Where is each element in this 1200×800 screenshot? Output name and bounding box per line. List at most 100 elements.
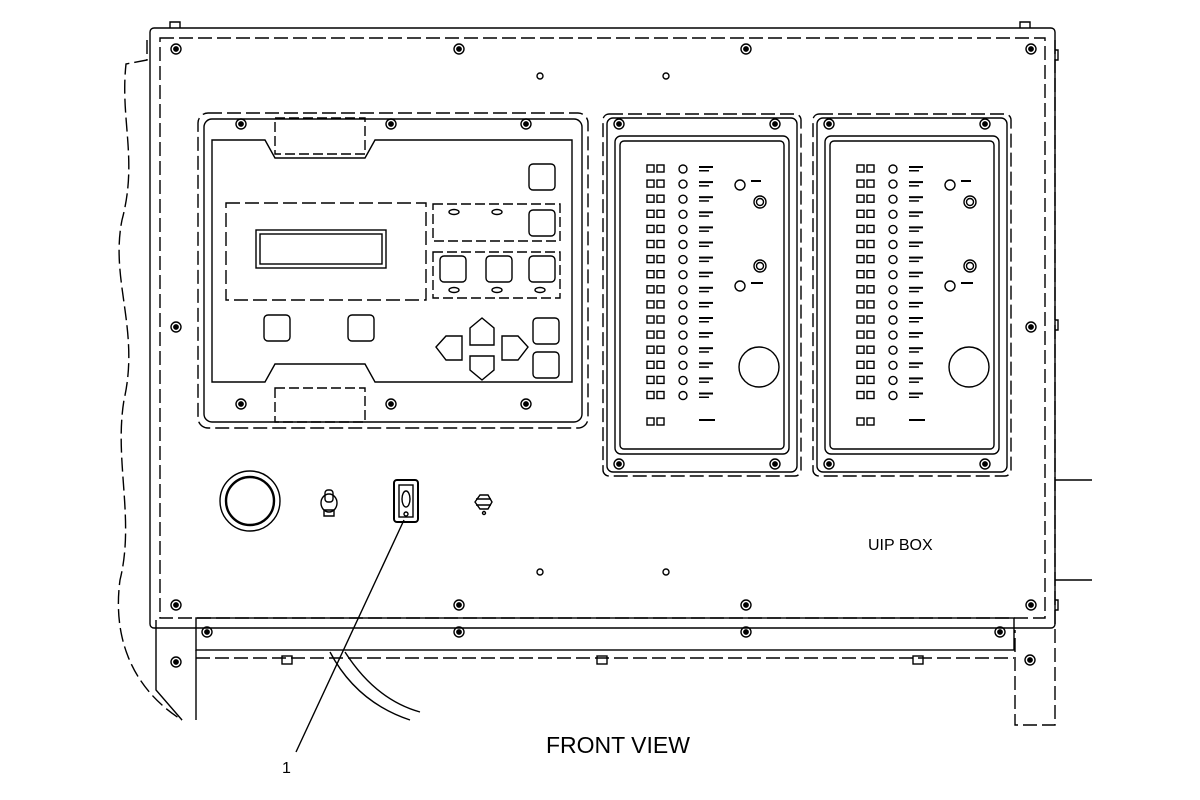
panel-button: [485, 255, 513, 283]
indicator-row: [646, 390, 713, 401]
screw: [235, 398, 247, 410]
panel-button: [528, 255, 556, 283]
display-window: [225, 202, 427, 301]
panel-button: [439, 255, 467, 283]
panel-button: [528, 163, 556, 191]
indicator-row: [646, 330, 713, 340]
indicator-row: [646, 345, 713, 355]
screw: [823, 458, 835, 470]
screw: [1025, 599, 1037, 611]
screw: [453, 599, 465, 611]
screw: [1025, 43, 1037, 55]
screw: [979, 458, 991, 470]
screw: [170, 321, 182, 333]
panel-button: [347, 314, 375, 342]
screw: [769, 118, 781, 130]
lamp: [963, 259, 977, 273]
view-title: FRONT VIEW: [546, 732, 690, 758]
horn: [948, 346, 990, 388]
uip-box-housing: [149, 21, 1092, 726]
indicator-row: [856, 270, 923, 280]
rivet: [536, 568, 544, 576]
indicator-row: [856, 209, 923, 220]
indicator-row: [856, 179, 923, 189]
rivet: [662, 568, 670, 576]
screw: [613, 118, 625, 130]
screw: [201, 626, 213, 638]
status-lamp: [734, 179, 746, 191]
screw: [740, 43, 752, 55]
indicator-row: [646, 239, 713, 250]
lamp: [963, 195, 977, 209]
panel-button: [532, 351, 560, 379]
indicator-row: [856, 390, 923, 401]
screw: [994, 626, 1006, 638]
arrow-down-button: [469, 355, 495, 381]
screw: [979, 118, 991, 130]
arrow-left-button: [435, 335, 463, 361]
alarm-lamp: [944, 280, 956, 292]
emergency-stop-button: [219, 470, 281, 532]
indicator-lamp: [474, 494, 493, 516]
panel-devices: [219, 470, 493, 532]
screw: [520, 398, 532, 410]
alarm-lamp: [734, 280, 746, 292]
screw: [385, 398, 397, 410]
indicator-row: [856, 345, 923, 355]
screw: [520, 118, 532, 130]
indicator-row: [646, 315, 713, 325]
callout-leader: [295, 519, 405, 753]
screw: [385, 118, 397, 130]
screw: [235, 118, 247, 130]
screw: [1025, 321, 1037, 333]
housing-screws: [170, 43, 1037, 668]
indicator-row: [646, 164, 713, 174]
indicator-row: [646, 375, 713, 386]
toggle-switch-small: [320, 489, 338, 517]
indicator-row: [856, 315, 923, 325]
indicator-row: [646, 270, 713, 280]
screw: [1024, 654, 1036, 666]
screw: [170, 656, 182, 668]
indicator-row: [646, 300, 713, 310]
screw: [170, 43, 182, 55]
callout-number: 1: [282, 760, 291, 777]
indicator-row: [646, 194, 713, 204]
indicator-row: [646, 209, 713, 220]
indicator-row: [856, 330, 923, 340]
screw: [823, 118, 835, 130]
indicator-row: [856, 224, 923, 235]
indicator-row: [856, 239, 923, 250]
indicator-row: [646, 254, 713, 265]
indicator-row: [856, 300, 923, 310]
panel-button: [532, 317, 560, 345]
screw: [740, 599, 752, 611]
panel-buttons: [263, 163, 560, 381]
indicator-row: [646, 360, 713, 370]
arrow-up-button: [469, 317, 495, 346]
control-panel: [197, 112, 589, 429]
indicator-row: [856, 254, 923, 265]
status-lamp: [944, 179, 956, 191]
screw: [453, 626, 465, 638]
annunciator-panel-left: [602, 113, 802, 477]
nut: [912, 655, 924, 665]
indicator-row: [856, 360, 923, 370]
lamp: [753, 259, 767, 273]
screw: [740, 626, 752, 638]
arrow-right-button: [501, 335, 529, 361]
screw: [170, 599, 182, 611]
panel-toggle-switch: [393, 479, 419, 523]
horn: [738, 346, 780, 388]
indicator-row: [856, 417, 925, 426]
indicator-row: [646, 285, 713, 295]
nut: [281, 655, 293, 665]
lamp: [753, 195, 767, 209]
indicator-row: [646, 417, 715, 426]
left-frame: [117, 40, 183, 721]
rivet: [662, 72, 670, 80]
nut: [596, 655, 608, 665]
panel-button: [528, 209, 556, 237]
panel-button: [263, 314, 291, 342]
